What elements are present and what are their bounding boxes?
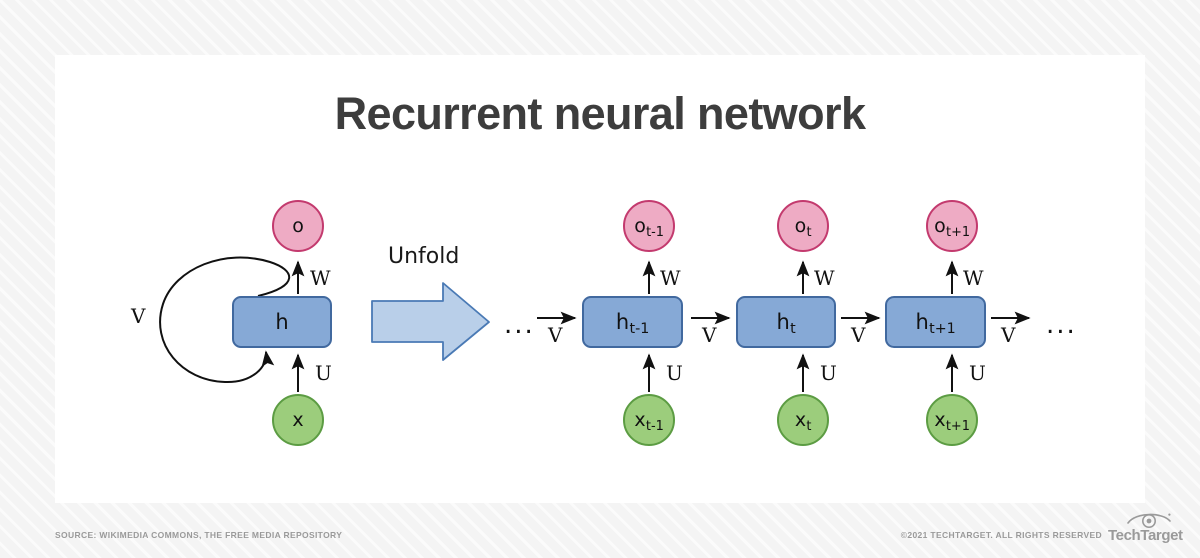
ellipsis-right: ... bbox=[1046, 310, 1077, 340]
unfolded-weight-u-label-2: U bbox=[820, 361, 837, 385]
unfolded-hidden-node-3: ht+1 bbox=[885, 296, 986, 348]
unfolded-hidden-label-3: ht+1 bbox=[915, 310, 956, 338]
folded-weight-w-label: W bbox=[310, 266, 331, 290]
folded-weight-u-label: U bbox=[315, 361, 332, 385]
folded-weight-v-label: V bbox=[131, 304, 146, 328]
unfolded-output-label-3: ot+1 bbox=[934, 215, 971, 240]
unfolded-weight-v-label-out-2: V bbox=[851, 323, 866, 347]
folded-hidden-label: h bbox=[275, 310, 289, 334]
unfolded-weight-v-label-in-1: V bbox=[548, 323, 563, 347]
unfolded-input-label-1: xt-1 bbox=[634, 409, 664, 434]
unfolded-input-node-1: xt-1 bbox=[623, 394, 675, 446]
copyright-notice: ©2021 TECHTARGET. ALL RIGHTS RESERVED bbox=[900, 530, 1102, 540]
ellipsis-left: ... bbox=[504, 310, 535, 340]
unfold-label: Unfold bbox=[388, 244, 460, 269]
unfolded-hidden-label-1: ht-1 bbox=[615, 310, 650, 338]
unfolded-output-label-2: ot bbox=[794, 215, 812, 240]
unfolded-hidden-node-2: ht bbox=[736, 296, 836, 348]
unfolded-weight-w-label-3: W bbox=[963, 266, 984, 290]
techtarget-wordmark: TechTarget bbox=[1108, 527, 1183, 544]
unfolded-weight-u-label-1: U bbox=[666, 361, 683, 385]
unfolded-output-node-2: ot bbox=[777, 200, 829, 252]
unfolded-input-node-3: xt+1 bbox=[926, 394, 978, 446]
unfolded-input-label-3: xt+1 bbox=[934, 409, 970, 434]
folded-hidden-node: h bbox=[232, 296, 332, 348]
source-credit: SOURCE: WIKIMEDIA COMMONS, THE FREE MEDI… bbox=[55, 530, 343, 540]
unfolded-weight-w-label-1: W bbox=[660, 266, 681, 290]
folded-input-node: x bbox=[272, 394, 324, 446]
unfolded-input-node-2: xt bbox=[777, 394, 829, 446]
unfolded-hidden-node-1: ht-1 bbox=[582, 296, 683, 348]
unfolded-output-node-1: ot-1 bbox=[623, 200, 675, 252]
unfolded-weight-v-label-out-1: V bbox=[702, 323, 717, 347]
folded-output-label: o bbox=[292, 215, 304, 237]
folded-input-label: x bbox=[292, 409, 304, 431]
unfolded-hidden-label-2: ht bbox=[776, 310, 796, 338]
folded-output-node: o bbox=[272, 200, 324, 252]
unfolded-output-label-1: ot-1 bbox=[634, 215, 665, 240]
unfolded-weight-v-label-out-3: V bbox=[1001, 323, 1016, 347]
unfolded-weight-u-label-3: U bbox=[969, 361, 986, 385]
unfolded-input-label-2: xt bbox=[794, 409, 812, 434]
unfolded-output-node-3: ot+1 bbox=[926, 200, 978, 252]
page-title: Recurrent neural network bbox=[334, 88, 866, 139]
unfolded-weight-w-label-2: W bbox=[814, 266, 835, 290]
techtarget-logo: TechTarget bbox=[1108, 510, 1188, 550]
eye-icon bbox=[1127, 513, 1171, 528]
